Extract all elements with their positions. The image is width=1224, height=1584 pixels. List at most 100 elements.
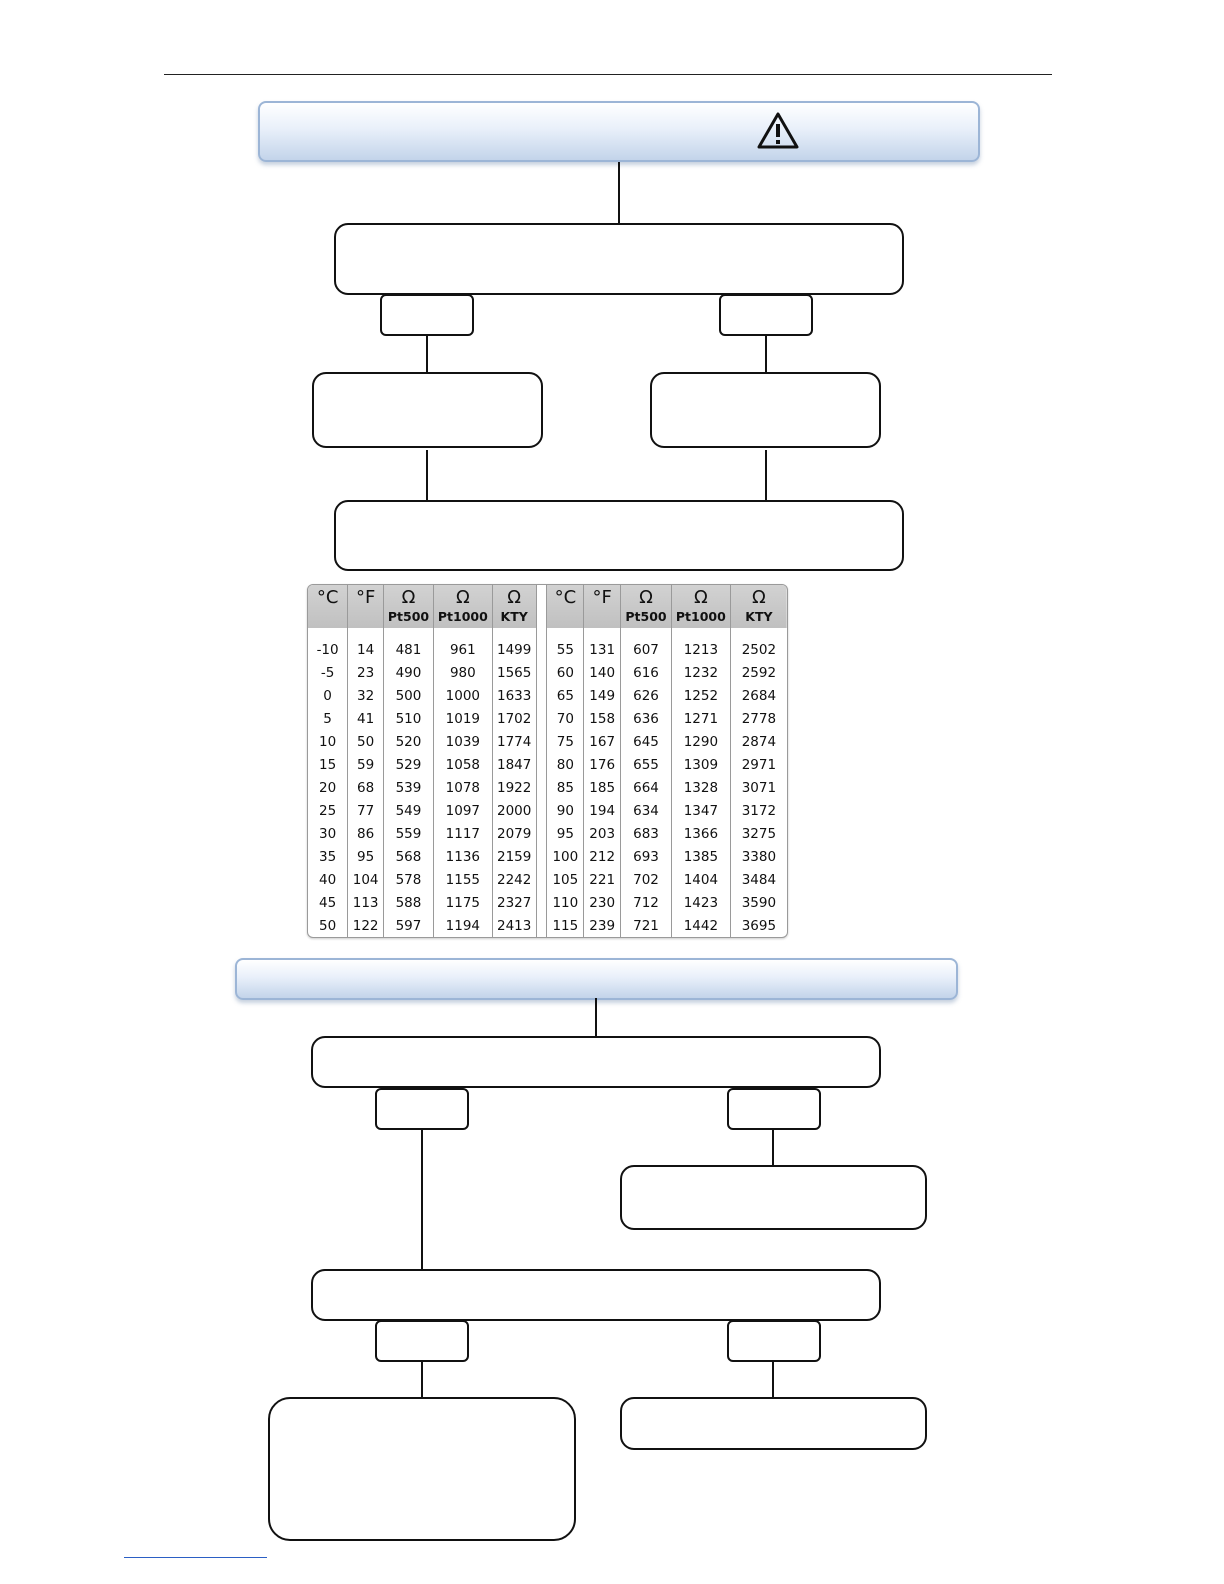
table-cell: 1290	[671, 730, 731, 753]
table-cell: 500	[383, 684, 434, 707]
table-cell: 2971	[741, 756, 777, 773]
flowchart-2-right-answer-box	[727, 1088, 821, 1130]
footer-link-underline[interactable]	[124, 1557, 267, 1558]
flowchart-2-second-left-answer-box	[375, 1320, 469, 1362]
table-cell: 23	[347, 661, 385, 684]
table-cell: 1385	[671, 845, 731, 868]
table-cell: 1328	[671, 776, 731, 799]
table-cell: 203	[583, 822, 622, 845]
table-cell: 140	[583, 661, 622, 684]
table-cell: 578	[383, 868, 434, 891]
table-cell: 588	[383, 891, 434, 914]
table-cell: 1155	[433, 868, 493, 891]
table-cell: 68	[347, 776, 385, 799]
table-cell: 230	[583, 891, 622, 914]
table-cell: 80	[546, 753, 585, 776]
table-cell: 1117	[433, 822, 493, 845]
table-cell: 3590	[741, 894, 777, 911]
table-cell: 3275	[741, 825, 777, 842]
table-cell: 45	[308, 891, 349, 914]
table-cell: 664	[620, 776, 672, 799]
table-cell: 607	[620, 638, 672, 661]
table-cell: 100	[546, 845, 585, 868]
table-cell: 1633	[492, 684, 537, 707]
table-gap	[536, 868, 548, 891]
table-cell: 158	[583, 707, 622, 730]
table-cell: 1423	[671, 891, 731, 914]
flowchart-2-right-result-box	[620, 1397, 927, 1450]
table-cell: 2413	[492, 914, 537, 937]
table-cell: 1499	[492, 638, 537, 661]
table-cell: 597	[383, 914, 434, 937]
table-header-cell: °F	[347, 585, 385, 628]
table-cell: 239	[583, 914, 622, 937]
table-cell: 481	[383, 638, 434, 661]
table-gap	[536, 845, 548, 868]
table-cell: 1774	[492, 730, 537, 753]
table-cell: 1097	[433, 799, 493, 822]
table-gap	[536, 684, 548, 707]
connector	[595, 998, 597, 1037]
table-cell: 1078	[433, 776, 493, 799]
table-cell: 636	[620, 707, 672, 730]
header-rule	[164, 74, 1052, 75]
table-cell: 194	[583, 799, 622, 822]
table-gap	[536, 585, 548, 628]
table-cell: 5	[308, 707, 349, 730]
table-cell: 2502	[741, 641, 777, 658]
table-cell: 2874	[741, 733, 777, 750]
table-cell: 961	[433, 638, 493, 661]
table-cell: 549	[383, 799, 434, 822]
table-cell: 2778	[741, 710, 777, 727]
table-cell: 75	[546, 730, 585, 753]
table-cell: 30	[308, 822, 349, 845]
connector	[426, 450, 428, 501]
table-cell: 212	[583, 845, 622, 868]
flowchart-1-right-step-box	[650, 372, 881, 448]
flowchart-2-question-box	[311, 1036, 881, 1088]
table-cell: 20	[308, 776, 349, 799]
table-cell: 0	[308, 684, 349, 707]
table-cell: 1366	[671, 822, 731, 845]
table-cell: 655	[620, 753, 672, 776]
table-gap	[536, 799, 548, 822]
table-cell: 1922	[492, 776, 537, 799]
table-cell: 14	[347, 638, 385, 661]
table-cell: 10	[308, 730, 349, 753]
table-gap	[536, 661, 548, 684]
table-gap	[536, 730, 548, 753]
table-cell: 2000	[492, 799, 537, 822]
table-cell: 693	[620, 845, 672, 868]
table-cell: 113	[347, 891, 385, 914]
table-cell: 15	[308, 753, 349, 776]
flowchart-2-banner	[235, 958, 958, 1000]
table-header-cell: °C	[308, 585, 349, 628]
table-cell: 1702	[492, 707, 537, 730]
table-cell: -5	[308, 661, 349, 684]
table-cell: 131	[583, 638, 622, 661]
flowchart-1-right-answer-box	[719, 294, 813, 336]
warning-icon	[757, 112, 799, 149]
table-cell: 176	[583, 753, 622, 776]
table-cell: 3695	[741, 917, 777, 934]
table-cell: -10	[308, 638, 349, 661]
table-cell: 90	[546, 799, 585, 822]
table-cell: 35	[308, 845, 349, 868]
table-cell: 520	[383, 730, 434, 753]
